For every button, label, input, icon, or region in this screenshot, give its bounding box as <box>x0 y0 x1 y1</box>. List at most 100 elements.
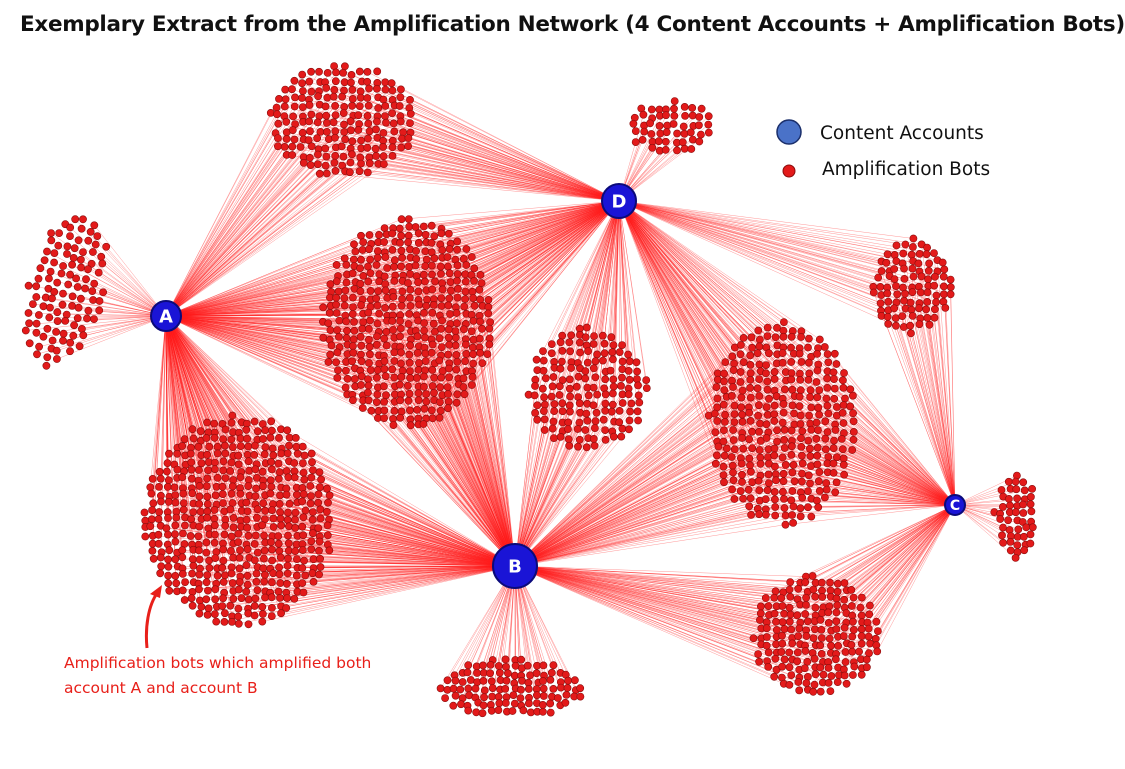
bot-node <box>258 482 267 491</box>
bot-node <box>753 349 762 358</box>
legend <box>776 119 802 178</box>
bot-node <box>380 406 389 415</box>
bot-node <box>50 287 59 296</box>
bot-node <box>549 417 558 426</box>
bot-node <box>149 499 158 508</box>
bot-node <box>373 319 382 328</box>
bot-node <box>210 521 219 530</box>
bot-node <box>736 378 745 386</box>
bot-node <box>748 427 756 436</box>
bot-node <box>488 692 496 701</box>
bot-node <box>435 398 444 406</box>
annotation-line-1: Amplification bots which amplified both <box>64 654 372 672</box>
bot-node <box>601 435 610 444</box>
bot-node <box>857 625 866 634</box>
bot-node <box>252 513 261 522</box>
bot-node <box>848 647 857 656</box>
bot-node <box>816 616 825 624</box>
bot-node <box>790 409 798 418</box>
bot-node <box>788 442 796 451</box>
bot-node <box>564 676 572 685</box>
bot-node <box>227 435 236 444</box>
bot-node <box>164 476 173 485</box>
bot-node <box>730 495 739 503</box>
bot-node <box>195 585 203 594</box>
bot-node <box>720 386 729 394</box>
bot-node <box>94 268 103 277</box>
bot-node <box>461 340 470 349</box>
bot-node <box>195 522 204 531</box>
bot-node <box>365 159 374 168</box>
bot-node <box>73 314 82 323</box>
bot-node <box>584 347 592 355</box>
bot-node <box>298 459 307 467</box>
bot-node <box>922 250 931 259</box>
bot-node <box>566 407 574 416</box>
bot-node <box>374 104 383 112</box>
bot-node <box>422 397 431 406</box>
bot-node <box>43 324 52 333</box>
bot-node <box>617 381 625 390</box>
bot-node <box>814 503 823 512</box>
bot-node <box>593 350 601 359</box>
bot-node <box>801 647 810 655</box>
bot-node <box>250 602 259 610</box>
bot-node <box>419 372 428 381</box>
bot-node <box>999 502 1007 511</box>
bot-node <box>314 92 322 101</box>
bot-node <box>334 366 342 375</box>
bot-node <box>445 245 454 253</box>
bot-node <box>807 403 816 412</box>
bot-node <box>822 479 831 487</box>
bot-node <box>171 537 180 546</box>
bot-node <box>59 262 67 270</box>
bot-node <box>813 451 822 460</box>
bot-node <box>244 457 253 466</box>
bot-node <box>414 229 423 238</box>
bot-node <box>777 594 786 602</box>
bot-node <box>639 110 648 119</box>
edge-bundle-B-bottom-left-large <box>150 415 516 625</box>
bot-node <box>229 514 238 522</box>
bot-node <box>349 335 358 344</box>
bot-node <box>832 478 841 487</box>
bot-node <box>25 319 33 328</box>
bot-node <box>226 601 235 610</box>
bot-node <box>221 425 230 434</box>
bot-node <box>938 258 947 267</box>
bot-node <box>601 426 609 434</box>
edges-far-left <box>25 219 167 360</box>
bot-node <box>363 77 372 86</box>
bot-node <box>267 604 276 612</box>
bot-node <box>298 522 307 531</box>
bot-node <box>290 102 299 111</box>
bot-node <box>804 375 813 384</box>
bot-node <box>546 676 555 684</box>
bot-node <box>589 383 598 392</box>
bot-node <box>252 577 261 586</box>
bot-node <box>600 349 609 358</box>
bot-node <box>269 569 278 578</box>
bot-node <box>727 453 736 461</box>
bot-node <box>428 308 437 317</box>
bot-node <box>680 129 689 138</box>
bot-node <box>786 578 795 586</box>
bot-node <box>763 323 772 332</box>
bot-node <box>316 505 325 514</box>
bot-node <box>288 126 297 135</box>
bot-node <box>79 331 88 340</box>
bot-node <box>366 316 374 325</box>
bot-node <box>298 70 307 79</box>
bot-node <box>673 129 681 138</box>
bot-node <box>697 104 706 113</box>
bot-node <box>475 285 484 294</box>
bot-node <box>484 309 493 318</box>
bot-node <box>315 169 324 178</box>
bot-node <box>801 578 810 587</box>
bot-node <box>550 434 558 442</box>
bot-node <box>421 357 430 365</box>
bot-node <box>848 602 856 610</box>
edges-far-right <box>954 475 1033 559</box>
bot-node <box>283 516 292 524</box>
bot-node <box>339 69 347 77</box>
